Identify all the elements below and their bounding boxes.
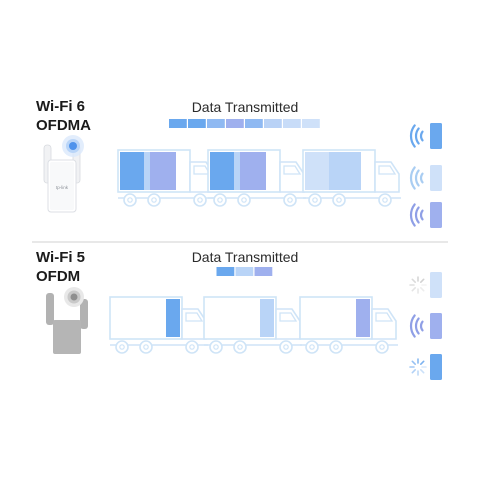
wifi5-section: Wi-Fi 5 OFDM Data Transmitted [36,249,442,380]
wifi6-data-label: Data Transmitted [192,99,299,115]
wifi6-subtitle: OFDMA [36,117,91,134]
client-device [409,313,442,339]
client-device [409,202,442,228]
client-device [409,272,442,298]
phone-icon [430,202,442,228]
wheel [375,340,389,354]
wheel [283,193,297,207]
delivery-truck-icon [302,149,401,207]
wifi5-data-label: Data Transmitted [192,249,299,265]
loading-spinner-icon [409,358,427,376]
data-bar-segment [235,267,254,276]
cargo-block [260,299,274,337]
phone-icon [430,272,442,298]
cargo-block [166,299,180,337]
cargo-block [335,152,361,190]
loading-spinner-icon [409,276,427,294]
cargo-block [150,152,176,190]
wifi6-extender-icon: tp-link [43,135,84,213]
data-bar-segment [254,267,273,276]
wifi-waves-icon [409,203,424,227]
wheel [332,193,346,207]
wheel [305,340,319,354]
wifi-waves-icon [409,124,424,148]
wifi-waves-icon [409,166,424,190]
client-device [409,354,442,380]
wheel [209,340,223,354]
wifi5-subtitle: OFDM [36,268,80,285]
data-bar-segment [245,119,263,128]
cargo-block [234,152,240,190]
phone-icon [430,123,442,149]
data-bar-segment [169,119,187,128]
wifi6-section: Wi-Fi 6 OFDMA tp-link Data Transmitted [36,98,442,228]
cargo-block [305,152,329,190]
delivery-truck-icon [117,149,216,207]
cargo-block [329,152,335,190]
wheel [308,193,322,207]
delivery-truck-icon [207,149,306,207]
data-bar-segment [283,119,301,128]
wheel [147,193,161,207]
data-bar-segment [207,119,225,128]
wheel [139,340,153,354]
wifi-waves-icon [409,314,424,338]
delivery-truck-icon [299,296,398,354]
phone-icon [430,354,442,380]
device-logo: tp-link [56,185,69,190]
wheel [233,340,247,354]
wheel [123,193,137,207]
phone-icon [430,313,442,339]
wifi5-clients [409,272,442,380]
wheel [193,193,207,207]
data-bar-segment [188,119,206,128]
data-bar-segment [216,267,235,276]
cargo-block [120,152,144,190]
data-bar-segment [226,119,244,128]
data-bar-segment [264,119,282,128]
client-device [409,165,442,191]
data-bar-segment [302,119,320,128]
wifi6-data-bar [169,119,320,128]
wifi5-router-icon [46,287,88,354]
cargo-block [144,152,150,190]
wheel [185,340,199,354]
wheel [329,340,343,354]
wheel [115,340,129,354]
phone-icon [430,165,442,191]
delivery-truck-icon [109,296,208,354]
wifi6-trucks [117,149,401,207]
cargo-block [210,152,234,190]
wifi6-clients [409,123,442,228]
cargo-block [356,299,370,337]
wifi5-title: Wi-Fi 5 [36,249,85,266]
wifi5-trucks [109,296,398,354]
wifi5-data-bar [216,267,273,276]
wifi6-title: Wi-Fi 6 [36,98,85,115]
wheel [213,193,227,207]
wheel [279,340,293,354]
wheel [378,193,392,207]
delivery-truck-icon [203,296,302,354]
wheel [237,193,251,207]
client-device [409,123,442,149]
cargo-block [240,152,266,190]
